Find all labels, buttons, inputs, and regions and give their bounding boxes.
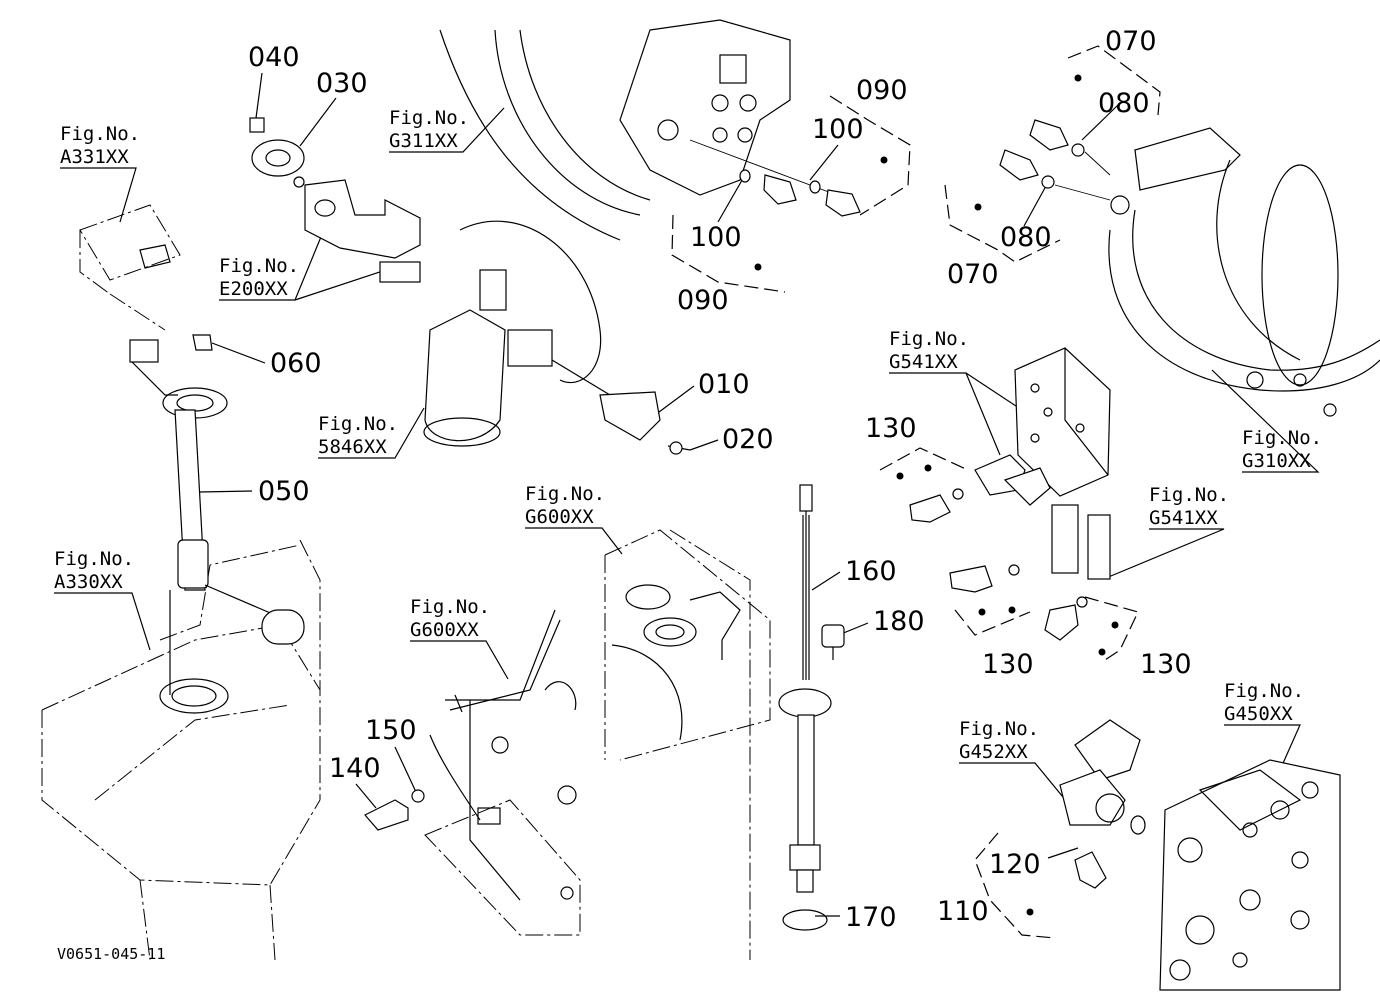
travel-motor-g311 [439,19,851,241]
part-090-bottom: 090 [677,285,729,316]
fig-leaders [54,107,1320,809]
part-120: 120 [989,849,1041,880]
part-130-upper: 130 [865,413,917,444]
fig-label-e200: Fig.No. [219,255,299,277]
hydraulic-block-g541 [909,347,1111,641]
drawing-code: V0651-045-11 [57,945,165,963]
part-070-top: 070 [1105,26,1157,57]
tank-g600 [604,529,771,960]
travel-motor-g310 [1108,127,1380,417]
part-040: 040 [248,42,300,73]
fig-ref-a330: A330XX [54,571,123,593]
kit-brackets [671,45,1161,939]
fuel-pump-5846 [423,220,691,455]
part-140: 140 [329,753,381,784]
part-130-lower-left: 130 [982,649,1034,680]
fig-ref-g452: G452XX [959,741,1028,763]
part-030: 030 [316,68,368,99]
fig-ref-g311: G311XX [389,130,458,152]
fig-ref-g310: G310XX [1242,450,1311,472]
valve-g452-pump-g450 [1059,719,1341,991]
part-080-top: 080 [1098,88,1150,119]
part-060: 060 [270,348,322,379]
part-020: 020 [722,424,774,455]
fig-ref-e200: E200XX [219,278,288,300]
part-050: 050 [258,476,310,507]
fig-label-a330: Fig.No. [54,548,134,570]
fig-label-g450: Fig.No. [1224,680,1304,702]
part-leaders [199,72,1119,917]
part-100-top: 100 [812,114,864,145]
part-130-lower-right: 130 [1140,649,1192,680]
fig-ref-g600-top: G600XX [525,506,594,528]
bracket-a331 [79,204,181,331]
fig-ref-g541-top: G541XX [889,351,958,373]
fig-ref-g450: G450XX [1224,703,1293,725]
fig-label-g311: Fig.No. [389,107,469,129]
part-110: 110 [937,896,989,927]
part-070-bottom: 070 [947,259,999,290]
frame-g600-lower [424,609,581,936]
figure-references: Fig.No. A331XX Fig.No. A330XX Fig.No. E2… [54,107,1322,963]
part-010: 010 [698,369,750,400]
fuel-sender-050 [129,334,305,695]
part-160: 160 [845,556,897,587]
fig-label-a331: Fig.No. [60,123,140,145]
fig-label-g452: Fig.No. [959,718,1039,740]
part-090-top: 090 [856,75,908,106]
fuel-tank [41,539,321,961]
sensor-140-150 [364,789,425,831]
kit-dots [754,74,1119,916]
part-150: 150 [365,715,417,746]
part-170: 170 [845,902,897,933]
sensors-090-100 [739,169,861,217]
part-100-bottom: 100 [690,222,742,253]
part-180: 180 [873,606,925,637]
fig-label-g600-top: Fig.No. [525,483,605,505]
fig-label-g600-bottom: Fig.No. [410,596,490,618]
sensor-030-group [249,117,421,283]
fig-label-g541-right: Fig.No. [1149,484,1229,506]
fig-label-5846: Fig.No. [318,413,398,435]
level-gauge-160 [778,484,845,931]
sensors-070-080 [999,119,1111,201]
fig-ref-g541-right: G541XX [1149,507,1218,529]
fig-label-g541-top: Fig.No. [889,328,969,350]
fig-ref-g600-bottom: G600XX [410,619,479,641]
fig-ref-5846: 5846XX [318,436,387,458]
fig-ref-a331: A331XX [60,146,129,168]
